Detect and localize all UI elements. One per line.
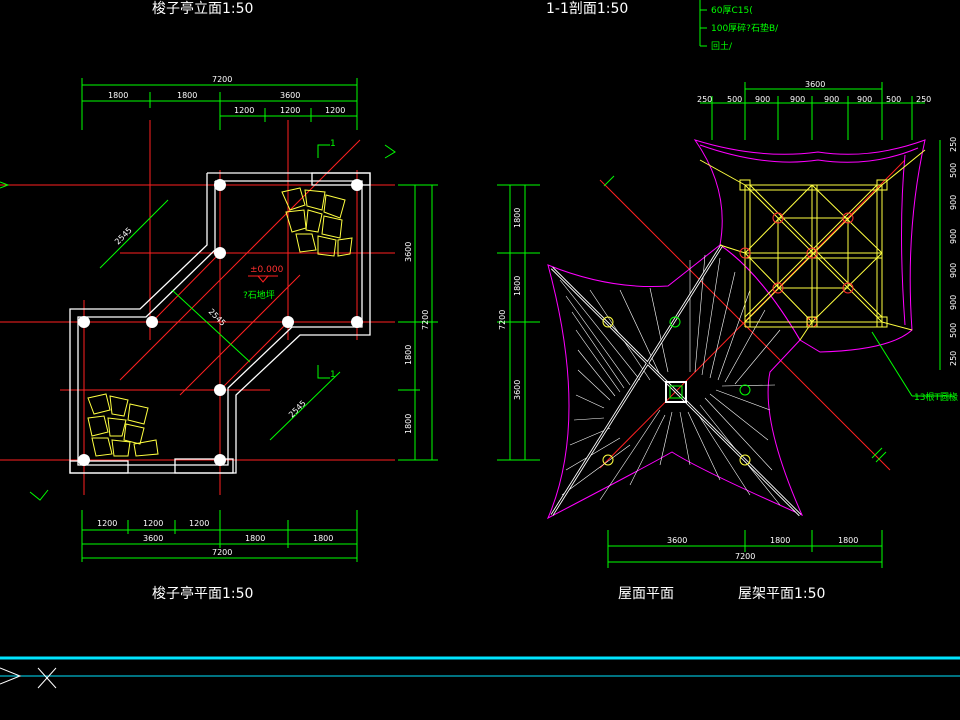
roof-dims-top: 3600 250 500 900 900 900 900 500 250 — [697, 80, 931, 140]
plan-title: 梭子亭平面1:50 — [152, 585, 253, 602]
plan-diag-dim-1: 2545 — [113, 226, 134, 247]
plan-dim-top-2: 1800 — [177, 91, 197, 100]
plan-outer-wall — [69, 172, 371, 474]
roof-dim-right-7: 500 — [949, 323, 958, 338]
roof-dims-right: 250 500 900 900 900 900 500 250 — [939, 137, 958, 370]
pavilion-plan: ±0.000 ?石地坪 7200 1800 1800 3600 1200 120… — [0, 75, 438, 562]
roof-dim-right-3: 900 — [949, 195, 958, 210]
roof-dim-left-3: 3600 — [513, 380, 522, 400]
roof-dim-top-8: 250 — [916, 95, 931, 104]
roof-dim-top-1: 250 — [697, 95, 712, 104]
section-markers: 1 1 — [0, 139, 396, 501]
roof-frame — [699, 149, 926, 341]
plan-dim-right-2: 1800 — [404, 345, 413, 365]
frame-plan-title: 屋架平面1:50 — [738, 586, 825, 602]
plan-dim-top-inner-2: 1200 — [280, 106, 300, 115]
roof-dim-left-total: 7200 — [498, 310, 507, 330]
plan-dims-right: 3600 1800 1800 7200 — [398, 184, 438, 461]
roof-dim-left-1: 1800 — [513, 208, 522, 228]
roof-dim-top-7: 500 — [886, 95, 901, 104]
roof-dim-right-2: 500 — [949, 163, 958, 178]
plan-dim-top-1: 1800 — [108, 91, 128, 100]
plan-dim-right-3: 1800 — [404, 414, 413, 434]
plan-dim-bottom-4: 1800 — [245, 534, 265, 543]
plan-dim-bottom-2: 1200 — [143, 519, 163, 528]
plan-dims-bottom: 1200 1200 1200 1800 1800 3600 7200 — [81, 510, 358, 562]
plan-dim-top-inner-1: 1200 — [234, 106, 254, 115]
plan-dim-right-1: 3600 — [404, 242, 413, 262]
roof-dim-bottom-1: 3600 — [667, 536, 687, 545]
roof-dim-right-4: 900 — [949, 229, 958, 244]
plan-dim-right-total: 7200 — [421, 310, 430, 330]
roof-dim-top-6: 900 — [857, 95, 872, 104]
plan-dim-bottom-total: 7200 — [212, 548, 232, 557]
roof-dim-right-1: 250 — [949, 137, 958, 152]
roof-dim-right-6: 900 — [949, 295, 958, 310]
plan-diag-dim-3: 2545 — [287, 399, 308, 420]
floor-note: ?石地坪 — [243, 289, 275, 301]
roof-frame-plan: 13根T圆椽 3600 250 500 900 900 900 900 500 … — [497, 80, 958, 568]
roof-dim-top-4: 900 — [790, 95, 805, 104]
plan-dim-bottom-5: 1800 — [313, 534, 333, 543]
rafter-note: 13根T圆椽 — [914, 391, 958, 403]
plan-dim-bottom-3: 1200 — [189, 519, 209, 528]
plan-columns — [78, 179, 363, 466]
roof-dim-top-3: 900 — [755, 95, 770, 104]
material-legend: 60厚C15( 100厚碎?石垫B/ 回土/ — [699, 0, 779, 52]
plan-stone-paving-top — [281, 187, 353, 257]
legend-line-2: 100厚碎?石垫B/ — [711, 22, 779, 34]
roof-dim-bottom-total: 7200 — [735, 552, 755, 561]
plan-dim-top-total: 7200 — [212, 75, 232, 84]
section-title: 1-1剖面1:50 — [546, 1, 628, 17]
roof-dim-right-8: 250 — [949, 351, 958, 366]
roof-dim-left-2: 1800 — [513, 276, 522, 296]
plan-dim-bottom-mid-1: 3600 — [143, 534, 163, 543]
section-mark-top: 1 — [330, 139, 336, 149]
roof-dim-right-5: 900 — [949, 263, 958, 278]
roof-dim-bottom-3: 1800 — [838, 536, 858, 545]
plan-dim-top-inner-3: 1200 — [325, 106, 345, 115]
section-mark-bottom: 1 — [330, 370, 336, 380]
roof-dim-top-total: 3600 — [805, 80, 825, 89]
legend-line-3: 回土/ — [711, 40, 733, 52]
roof-dim-bottom-2: 1800 — [770, 536, 790, 545]
plan-stone-paving-bottom — [87, 393, 159, 457]
roof-dims-left: 1800 1800 3600 7200 — [497, 184, 540, 461]
roof-dim-top-5: 900 — [824, 95, 839, 104]
legend-line-1: 60厚C15( — [711, 5, 753, 16]
plan-dims-top: 7200 1800 1800 3600 1200 1200 1200 — [81, 75, 358, 130]
floor-level: ±0.000 — [250, 265, 284, 275]
roof-dims-bottom: 3600 1800 1800 7200 — [607, 530, 883, 568]
plan-dim-top-3: 3600 — [280, 91, 300, 100]
roof-hatching — [559, 254, 781, 506]
section-cut-line — [0, 656, 960, 689]
roof-dim-top-2: 500 — [727, 95, 742, 104]
elevation-title: 梭子亭立面1:50 — [152, 0, 253, 17]
roof-plan-title: 屋面平面 — [618, 586, 674, 602]
plan-axis-lines — [0, 120, 395, 495]
plan-inner-wall — [77, 180, 363, 466]
plan-dim-bottom-1: 1200 — [97, 519, 117, 528]
